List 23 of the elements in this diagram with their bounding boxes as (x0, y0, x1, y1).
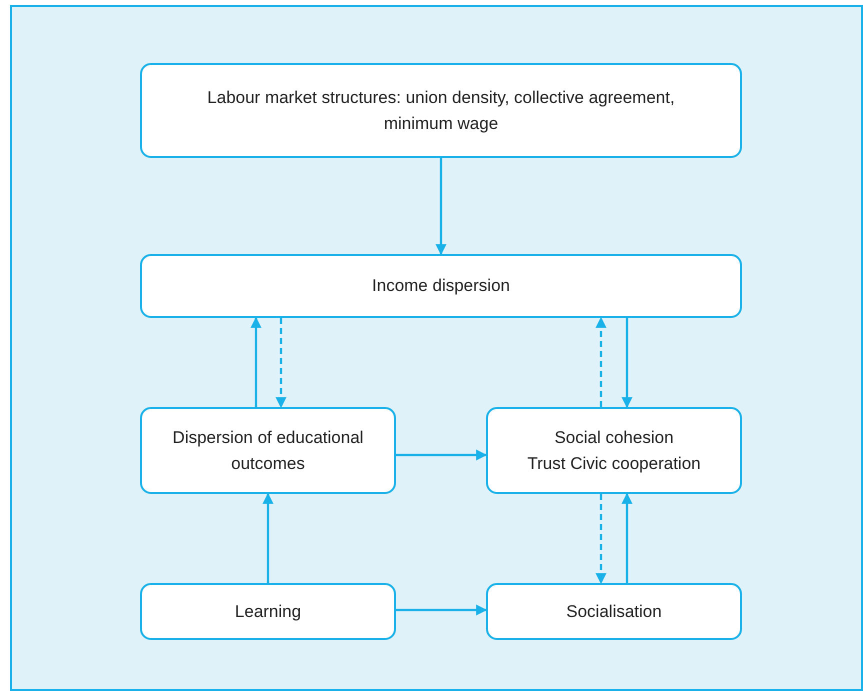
box-label: Learning (234, 600, 302, 623)
arrow (250, 316, 262, 407)
arrow (596, 494, 606, 584)
box-label: Income dispersion (372, 275, 510, 298)
box-label: Labour market structures: union density, collective agreement, minimum wage (206, 87, 676, 134)
process-box (486, 407, 742, 494)
process-box (140, 63, 742, 158)
process-box (140, 254, 742, 318)
arrow (396, 604, 488, 616)
arrow (262, 492, 274, 583)
arrow (276, 318, 286, 408)
box-label: Trust Civic cooperation (527, 452, 701, 474)
arrow (596, 316, 606, 407)
arrow (396, 450, 488, 460)
box-label: Dispersion of educational outcomes (172, 427, 364, 474)
process-box (486, 583, 742, 640)
process-box (140, 407, 396, 494)
arrow (436, 158, 446, 256)
process-box (140, 583, 396, 640)
box-label: Socialisation (566, 600, 662, 623)
arrow (622, 318, 632, 408)
arrow (622, 492, 632, 583)
box-label: Social cohesion (553, 427, 675, 449)
